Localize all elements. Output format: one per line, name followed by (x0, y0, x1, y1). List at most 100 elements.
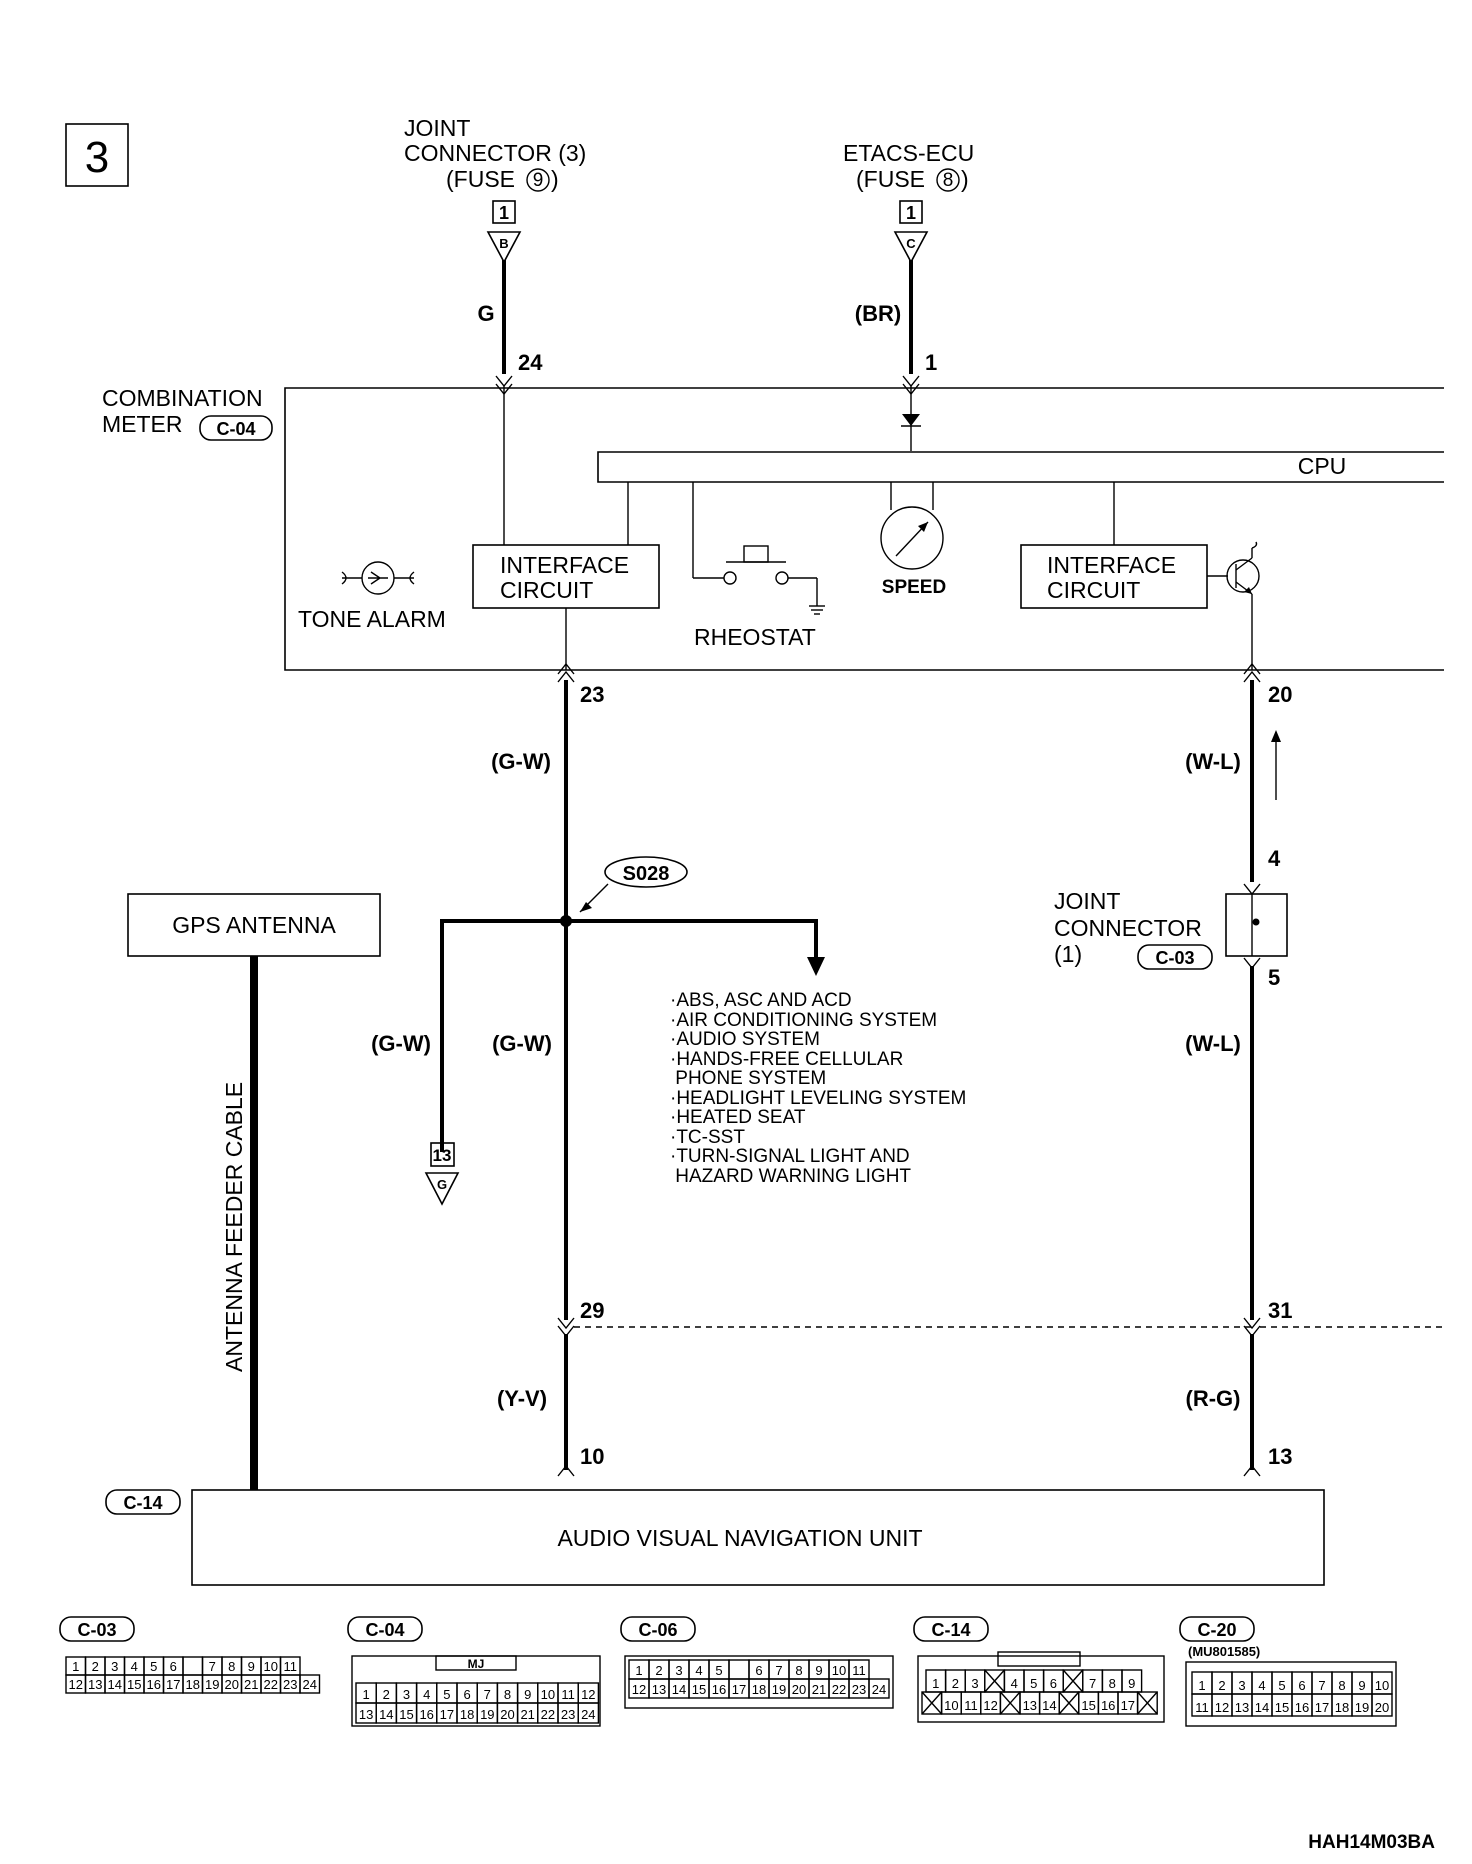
connector-c20-pin: 12 (1215, 1700, 1229, 1715)
connector-c06-pin: 18 (752, 1682, 766, 1697)
connector-c20-pin: 19 (1355, 1700, 1369, 1715)
antenna-feeder-cable-label: ANTENNA FEEDER CABLE (221, 1082, 247, 1372)
pin-24: 24 (518, 350, 543, 375)
page-number-box (65, 123, 129, 187)
wire-color-g-w-branch: (G-W) (371, 1031, 431, 1056)
cpu-bar (597, 451, 1444, 483)
connector-c04-pin: 3 (403, 1687, 410, 1702)
drawing-code: HAH14M03BA (1308, 1832, 1435, 1853)
connector-badge-c14 (105, 1489, 181, 1515)
connector-c06-pin: 23 (852, 1682, 866, 1697)
combination-meter-box (284, 387, 1444, 671)
connector-c06-pin: 2 (655, 1663, 662, 1678)
connector-c14-pin: 17 (1121, 1698, 1135, 1713)
diode-icon (902, 414, 920, 426)
connector-c06-pin: 21 (812, 1682, 826, 1697)
connector-c06-pin: 19 (772, 1682, 786, 1697)
etacs-ecu-fuse-prefix: (FUSE (856, 166, 925, 192)
connector-c06-pin: 1 (635, 1663, 642, 1678)
branch-item: ·TC-SST (670, 1127, 745, 1148)
connector-c03-pin: 14 (108, 1677, 122, 1692)
connector-c20-pin: 7 (1318, 1678, 1325, 1693)
connector-c20-pin: 6 (1298, 1678, 1305, 1693)
connector-c06-pin: 7 (775, 1663, 782, 1678)
connector-c20-pin: 10 (1375, 1678, 1389, 1693)
connector-c03-pin: 22 (264, 1677, 278, 1692)
connector-c06-pin: 9 (815, 1663, 822, 1678)
connector-c14-blank-mark (921, 1691, 943, 1715)
terminal-box-1-b (492, 200, 516, 224)
connector-c14-pin: 16 (1101, 1698, 1115, 1713)
connector-c04-pin: 13 (359, 1707, 373, 1722)
wire-color-g: G (477, 301, 494, 326)
connector-c04-pin: 22 (541, 1707, 555, 1722)
terminal-arrow-g (424, 1172, 460, 1206)
terminal-letter-c: C (906, 236, 916, 251)
connector-c20-pin: 9 (1358, 1678, 1365, 1693)
tone-alarm-icon (341, 561, 415, 595)
connector-c06-pin: 15 (692, 1682, 706, 1697)
connector-c20-pin: 5 (1278, 1678, 1285, 1693)
connector-c14-blank-mark (1058, 1691, 1080, 1715)
connector-c03-pin: 2 (92, 1659, 99, 1674)
fuse-8-number: 8 (943, 170, 954, 191)
connector-c20-pin: 13 (1235, 1700, 1249, 1715)
connector-c03-id: C-03 (77, 1620, 116, 1640)
connector-c03-pin: 12 (69, 1677, 83, 1692)
wire-color-w-l-lower: (W-L) (1185, 1031, 1241, 1056)
pin-29: 29 (580, 1298, 604, 1323)
splice-badge (604, 856, 688, 888)
pin-31: 31 (1268, 1298, 1292, 1323)
connector-c06-cell (868, 1678, 890, 1699)
wire-color-g-w-lower: (G-W) (492, 1031, 552, 1056)
branch-item: ·AUDIO SYSTEM (670, 1029, 820, 1050)
av-navigation-unit-box (191, 1489, 1325, 1586)
terminal-box-1-b-label: 1 (499, 203, 509, 223)
connector-c04-pin: 14 (379, 1707, 393, 1722)
joint-connector-3-line1: JOINT (404, 115, 470, 141)
connector-c14-pin: 5 (1030, 1676, 1037, 1691)
connector-c14-pin: 2 (952, 1676, 959, 1691)
connector-c20-pin: 17 (1315, 1700, 1329, 1715)
connector-c20-id: C-20 (1197, 1620, 1236, 1640)
connector-c03-pin: 4 (131, 1659, 138, 1674)
branch-item: ·ABS, ASC AND ACD (670, 990, 852, 1011)
connector-c03-pin: 8 (228, 1659, 235, 1674)
connector-c20-pin: 14 (1255, 1700, 1269, 1715)
connector-c06-pin: 17 (732, 1682, 746, 1697)
joint-connector-1-line2: CONNECTOR (1054, 915, 1202, 941)
connector-c04-pin: 16 (419, 1707, 433, 1722)
fuse-9-circle (526, 168, 550, 192)
connector-c03-pin: 3 (111, 1659, 118, 1674)
connector-c20-pin: 18 (1335, 1700, 1349, 1715)
connector-c14-pin: 12 (983, 1698, 997, 1713)
terminal-box-13-g (430, 1142, 455, 1167)
joint-connector-3-line2: CONNECTOR (3) (404, 140, 586, 166)
connector-c03-pin: 24 (303, 1677, 317, 1692)
tone-alarm-label: TONE ALARM (298, 606, 446, 632)
connector-c14-pin: 11 (964, 1698, 978, 1713)
connector-c06-id: C-06 (638, 1620, 677, 1640)
branch-item: ·HEADLIGHT LEVELING SYSTEM (670, 1088, 966, 1109)
terminal-arrow-c (893, 231, 929, 264)
connector-c03-pin: 20 (225, 1677, 239, 1692)
connector-c03-pin: 1 (72, 1659, 79, 1674)
av-unit-connector: C-14 (123, 1493, 162, 1513)
connector-c14-pin: 8 (1109, 1676, 1116, 1691)
connector-c04-pin: 4 (423, 1687, 430, 1702)
connector-c03-pin: 15 (127, 1677, 141, 1692)
connector-c14-pin: 6 (1050, 1676, 1057, 1691)
pin-24-mark (495, 375, 513, 388)
branch-item: ·HANDS-FREE CELLULAR (670, 1049, 903, 1070)
connector-c04-id: C-04 (365, 1620, 404, 1640)
connector-c14-cell (1136, 1691, 1158, 1715)
connector-c14-pin: 9 (1128, 1676, 1135, 1691)
connector-c04-pin: 5 (443, 1687, 450, 1702)
connector-c03-cell (182, 1656, 204, 1676)
branch-item: ·TURN-SIGNAL LIGHT AND (670, 1146, 910, 1167)
branch-item: ·AIR CONDITIONING SYSTEM (670, 1010, 937, 1031)
connector-c14-pin: 7 (1089, 1676, 1096, 1691)
